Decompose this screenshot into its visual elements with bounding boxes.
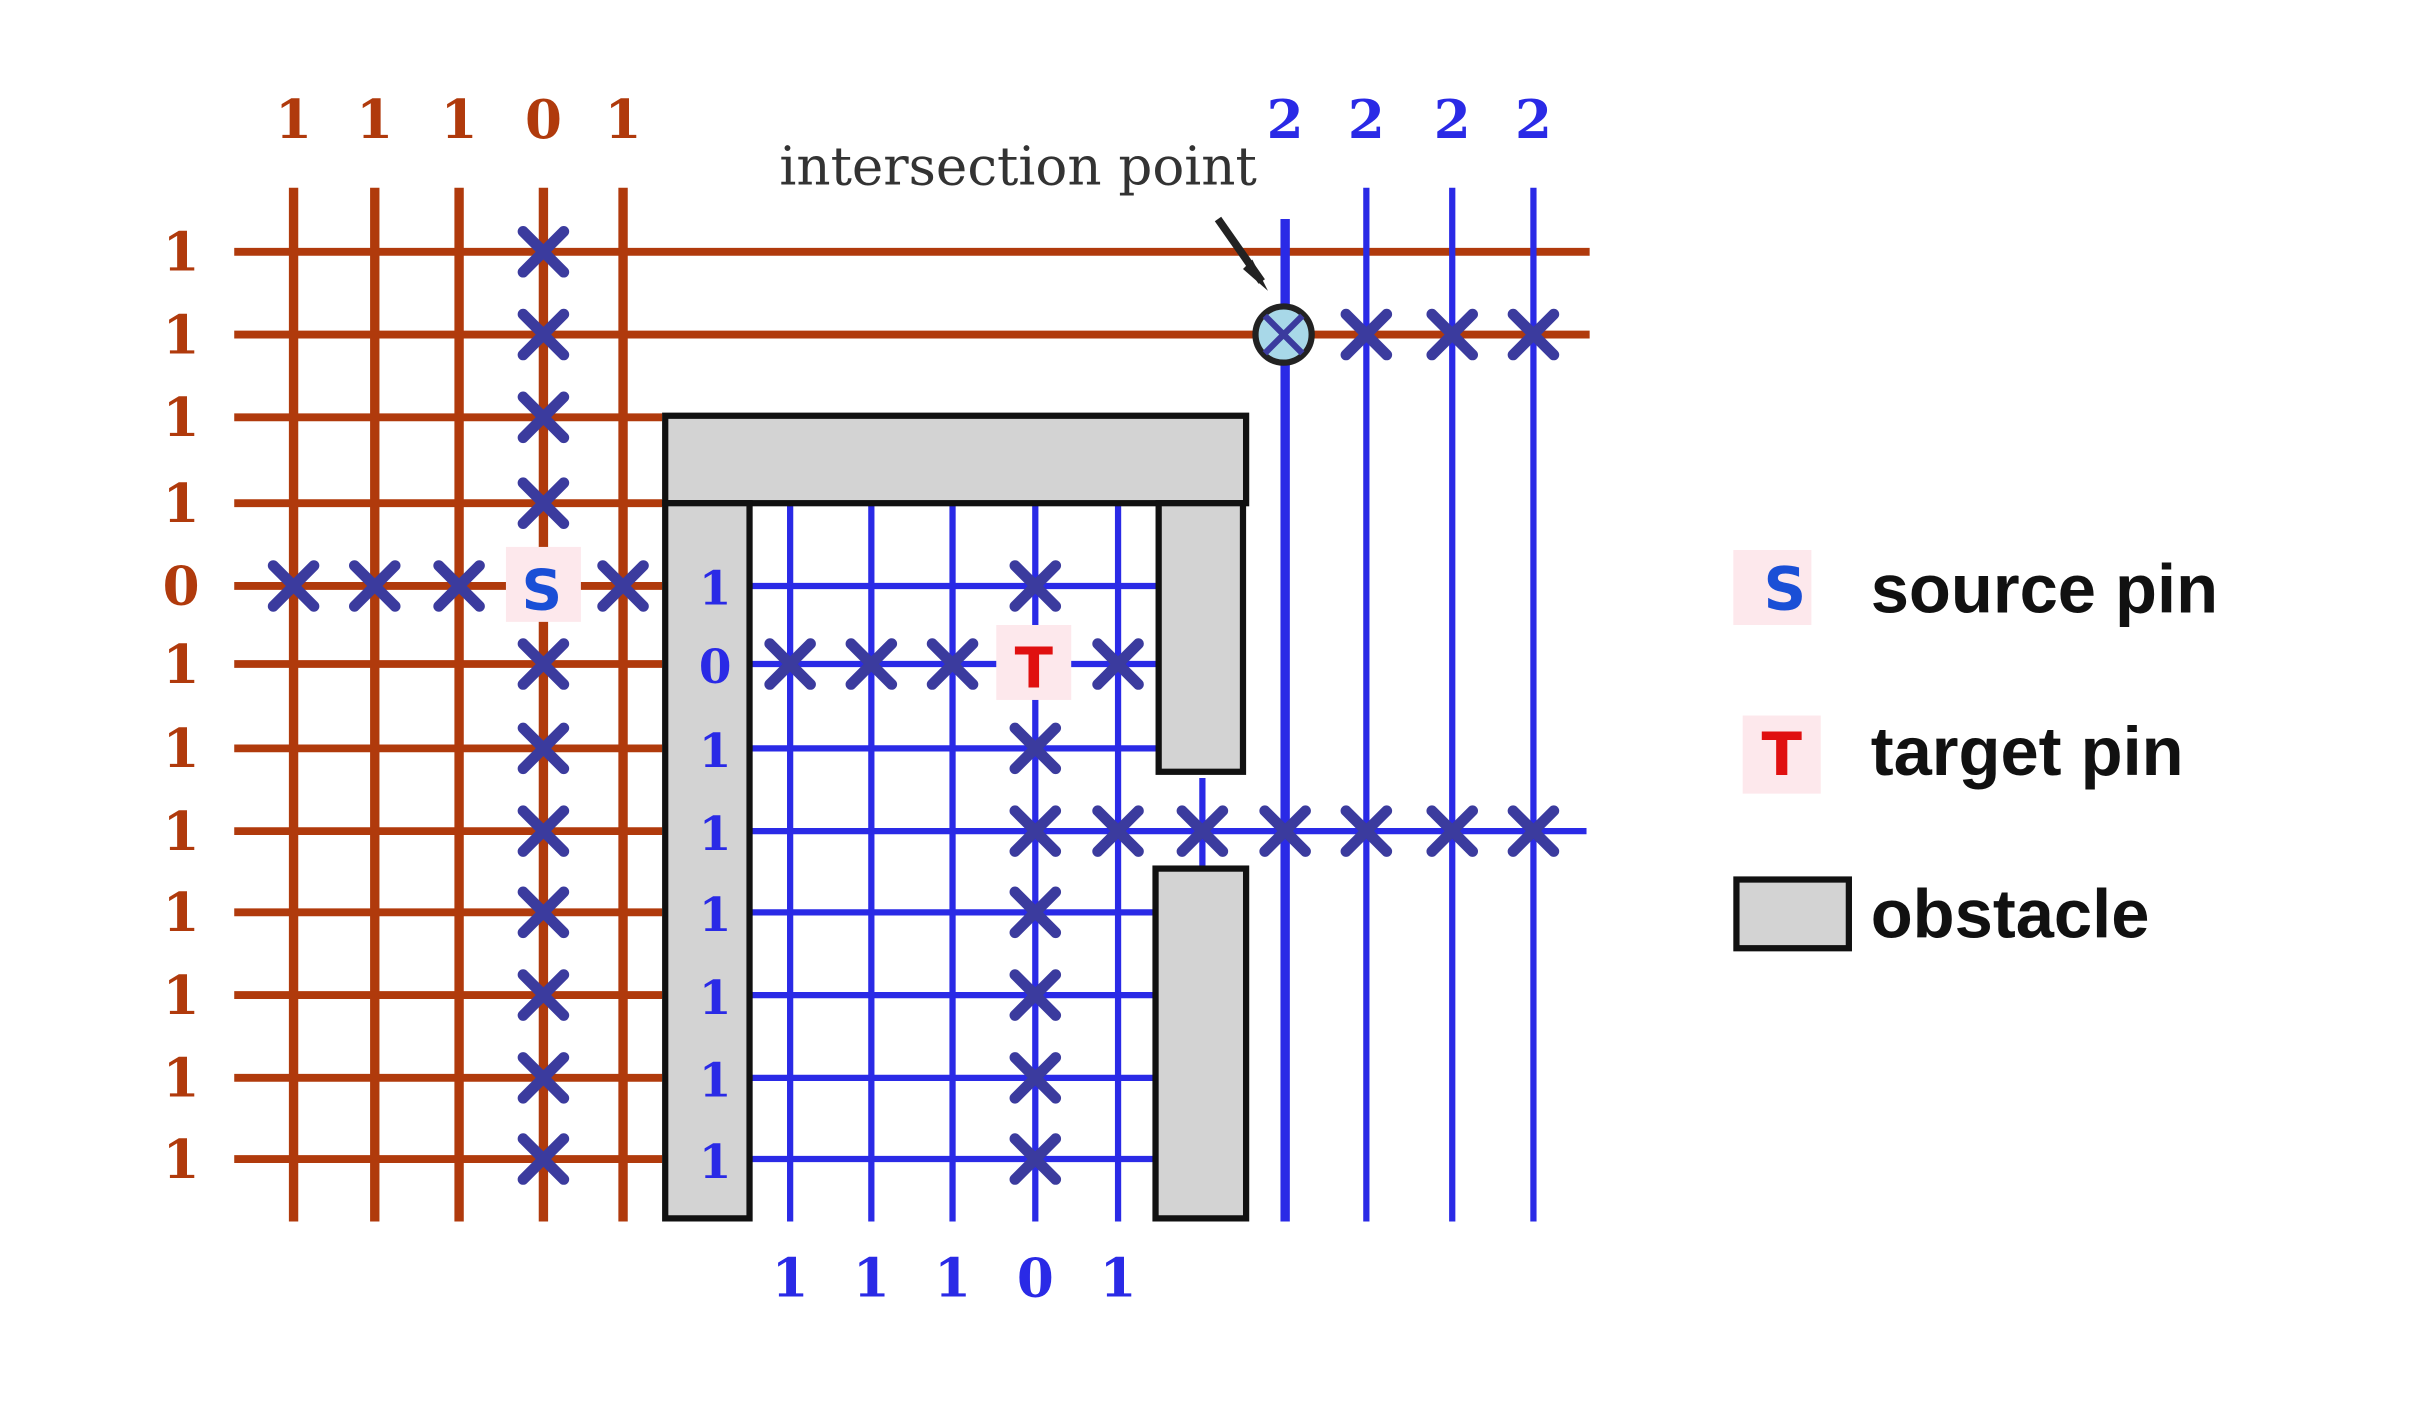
legend-source-swatch: [1733, 550, 1812, 625]
cross-mark: [433, 560, 485, 612]
orange-left-label: 1: [163, 472, 200, 535]
cross-mark: [517, 1052, 570, 1104]
cross-mark: [1009, 969, 1062, 1021]
cross-marks: [267, 226, 1560, 1185]
blue-top-label: 2: [1515, 88, 1552, 151]
obstacle-block: [662, 500, 753, 1222]
cross-mark: [517, 1133, 570, 1185]
cross-mark: [517, 886, 570, 939]
orange-left-label: 1: [163, 1047, 200, 1110]
blue-grid-lines: [746, 187, 1587, 1222]
cross-mark: [1092, 805, 1144, 857]
legend-target-swatch: [1742, 715, 1821, 794]
cross-mark: [1092, 638, 1144, 690]
blue-inner-left-label: 1: [699, 888, 732, 943]
blue-inner-left-label: 0: [699, 640, 732, 695]
blue-bottom-label: 0: [1017, 1246, 1054, 1309]
orange-top-label: 1: [441, 88, 478, 151]
cross-mark: [1009, 560, 1062, 612]
orange-top-label: 1: [356, 88, 393, 151]
arrowhead: [1242, 259, 1268, 291]
cross-mark: [1507, 805, 1560, 857]
cross-mark: [517, 477, 570, 529]
blue-bottom-label: 1: [934, 1246, 971, 1309]
orange-left-label: 1: [163, 221, 200, 284]
cross-mark: [1009, 1133, 1062, 1185]
cross-mark: [597, 560, 649, 612]
cross-mark: [349, 560, 401, 612]
legend: S source pin T target pin obstacle: [1733, 550, 2218, 952]
cross-mark: [517, 391, 570, 444]
cross-mark: [926, 638, 979, 690]
orange-left-label: 1: [163, 964, 200, 1027]
cross-mark: [517, 638, 570, 690]
cross-mark: [517, 226, 570, 278]
cross-mark: [517, 308, 570, 361]
orange-left-label: 1: [163, 717, 200, 780]
blue-bottom-label: 1: [1100, 1246, 1137, 1309]
cross-mark: [1426, 805, 1478, 857]
cross-mark: [1009, 722, 1062, 775]
orange-left-label: 1: [163, 303, 200, 366]
cross-mark: [1009, 1052, 1062, 1104]
blue-inner-left-label: 1: [699, 724, 732, 779]
orange-left-label: 1: [163, 800, 200, 863]
legend-obstacle-swatch: [1733, 876, 1852, 952]
blue-bottom-label: 1: [772, 1246, 809, 1309]
blue-top-label: 2: [1267, 88, 1304, 151]
intersection-point-label: intersection point: [779, 136, 1256, 198]
cross-mark: [764, 638, 816, 690]
cross-mark: [517, 722, 570, 775]
orange-left-label: 1: [163, 633, 200, 696]
blue-inner-left-label: 1: [699, 1054, 732, 1109]
blue-inner-left-label: 1: [699, 807, 732, 862]
orange-left-label: 0: [163, 555, 200, 618]
orange-top-label: 1: [275, 88, 312, 151]
blue-inner-left-label: 1: [699, 562, 732, 617]
cross-mark: [1259, 805, 1311, 857]
cross-mark: [267, 560, 320, 612]
cross-mark: [1426, 308, 1478, 361]
legend-target-symbol: T: [1761, 720, 1802, 789]
legend-target-label: target pin: [1871, 713, 2184, 790]
blue-inner-left-label: 1: [699, 971, 732, 1026]
blue-bottom-label: 1: [853, 1246, 890, 1309]
cross-mark: [517, 805, 570, 857]
cross-mark: [1340, 308, 1393, 361]
source-pin: S: [505, 546, 581, 623]
blue-top-label: 2: [1434, 88, 1471, 151]
orange-top-label: 0: [525, 88, 562, 151]
blue-top-label: 2: [1348, 88, 1385, 151]
intersection-annotation: intersection point: [779, 136, 1315, 366]
orange-left-label: 1: [163, 386, 200, 449]
cross-mark: [1009, 805, 1062, 857]
intersection-x: [1262, 313, 1305, 356]
blue-inner-left-label: 1: [699, 1135, 732, 1190]
obstacles: [662, 412, 1250, 1222]
obstacle-block: [1155, 500, 1247, 775]
cross-mark: [517, 969, 570, 1021]
target-pin: T: [996, 624, 1072, 701]
target-pin-label: T: [1015, 636, 1054, 701]
cross-mark: [1507, 308, 1560, 361]
orange-grid-lines: [234, 187, 1590, 1222]
obstacle-block: [1152, 865, 1250, 1222]
orange-left-label: 1: [163, 1128, 200, 1191]
cross-mark: [1009, 886, 1062, 939]
legend-obstacle-label: obstacle: [1871, 875, 2150, 952]
cross-mark: [845, 638, 898, 690]
legend-source-label: source pin: [1871, 551, 2218, 628]
obstacle-block: [662, 412, 1250, 507]
legend-source-symbol: S: [1763, 554, 1806, 623]
cross-mark: [1340, 805, 1393, 857]
cross-mark: [1176, 805, 1229, 857]
orange-left-label: 1: [163, 881, 200, 944]
source-pin-label: S: [522, 558, 562, 623]
orange-top-label: 1: [605, 88, 642, 151]
